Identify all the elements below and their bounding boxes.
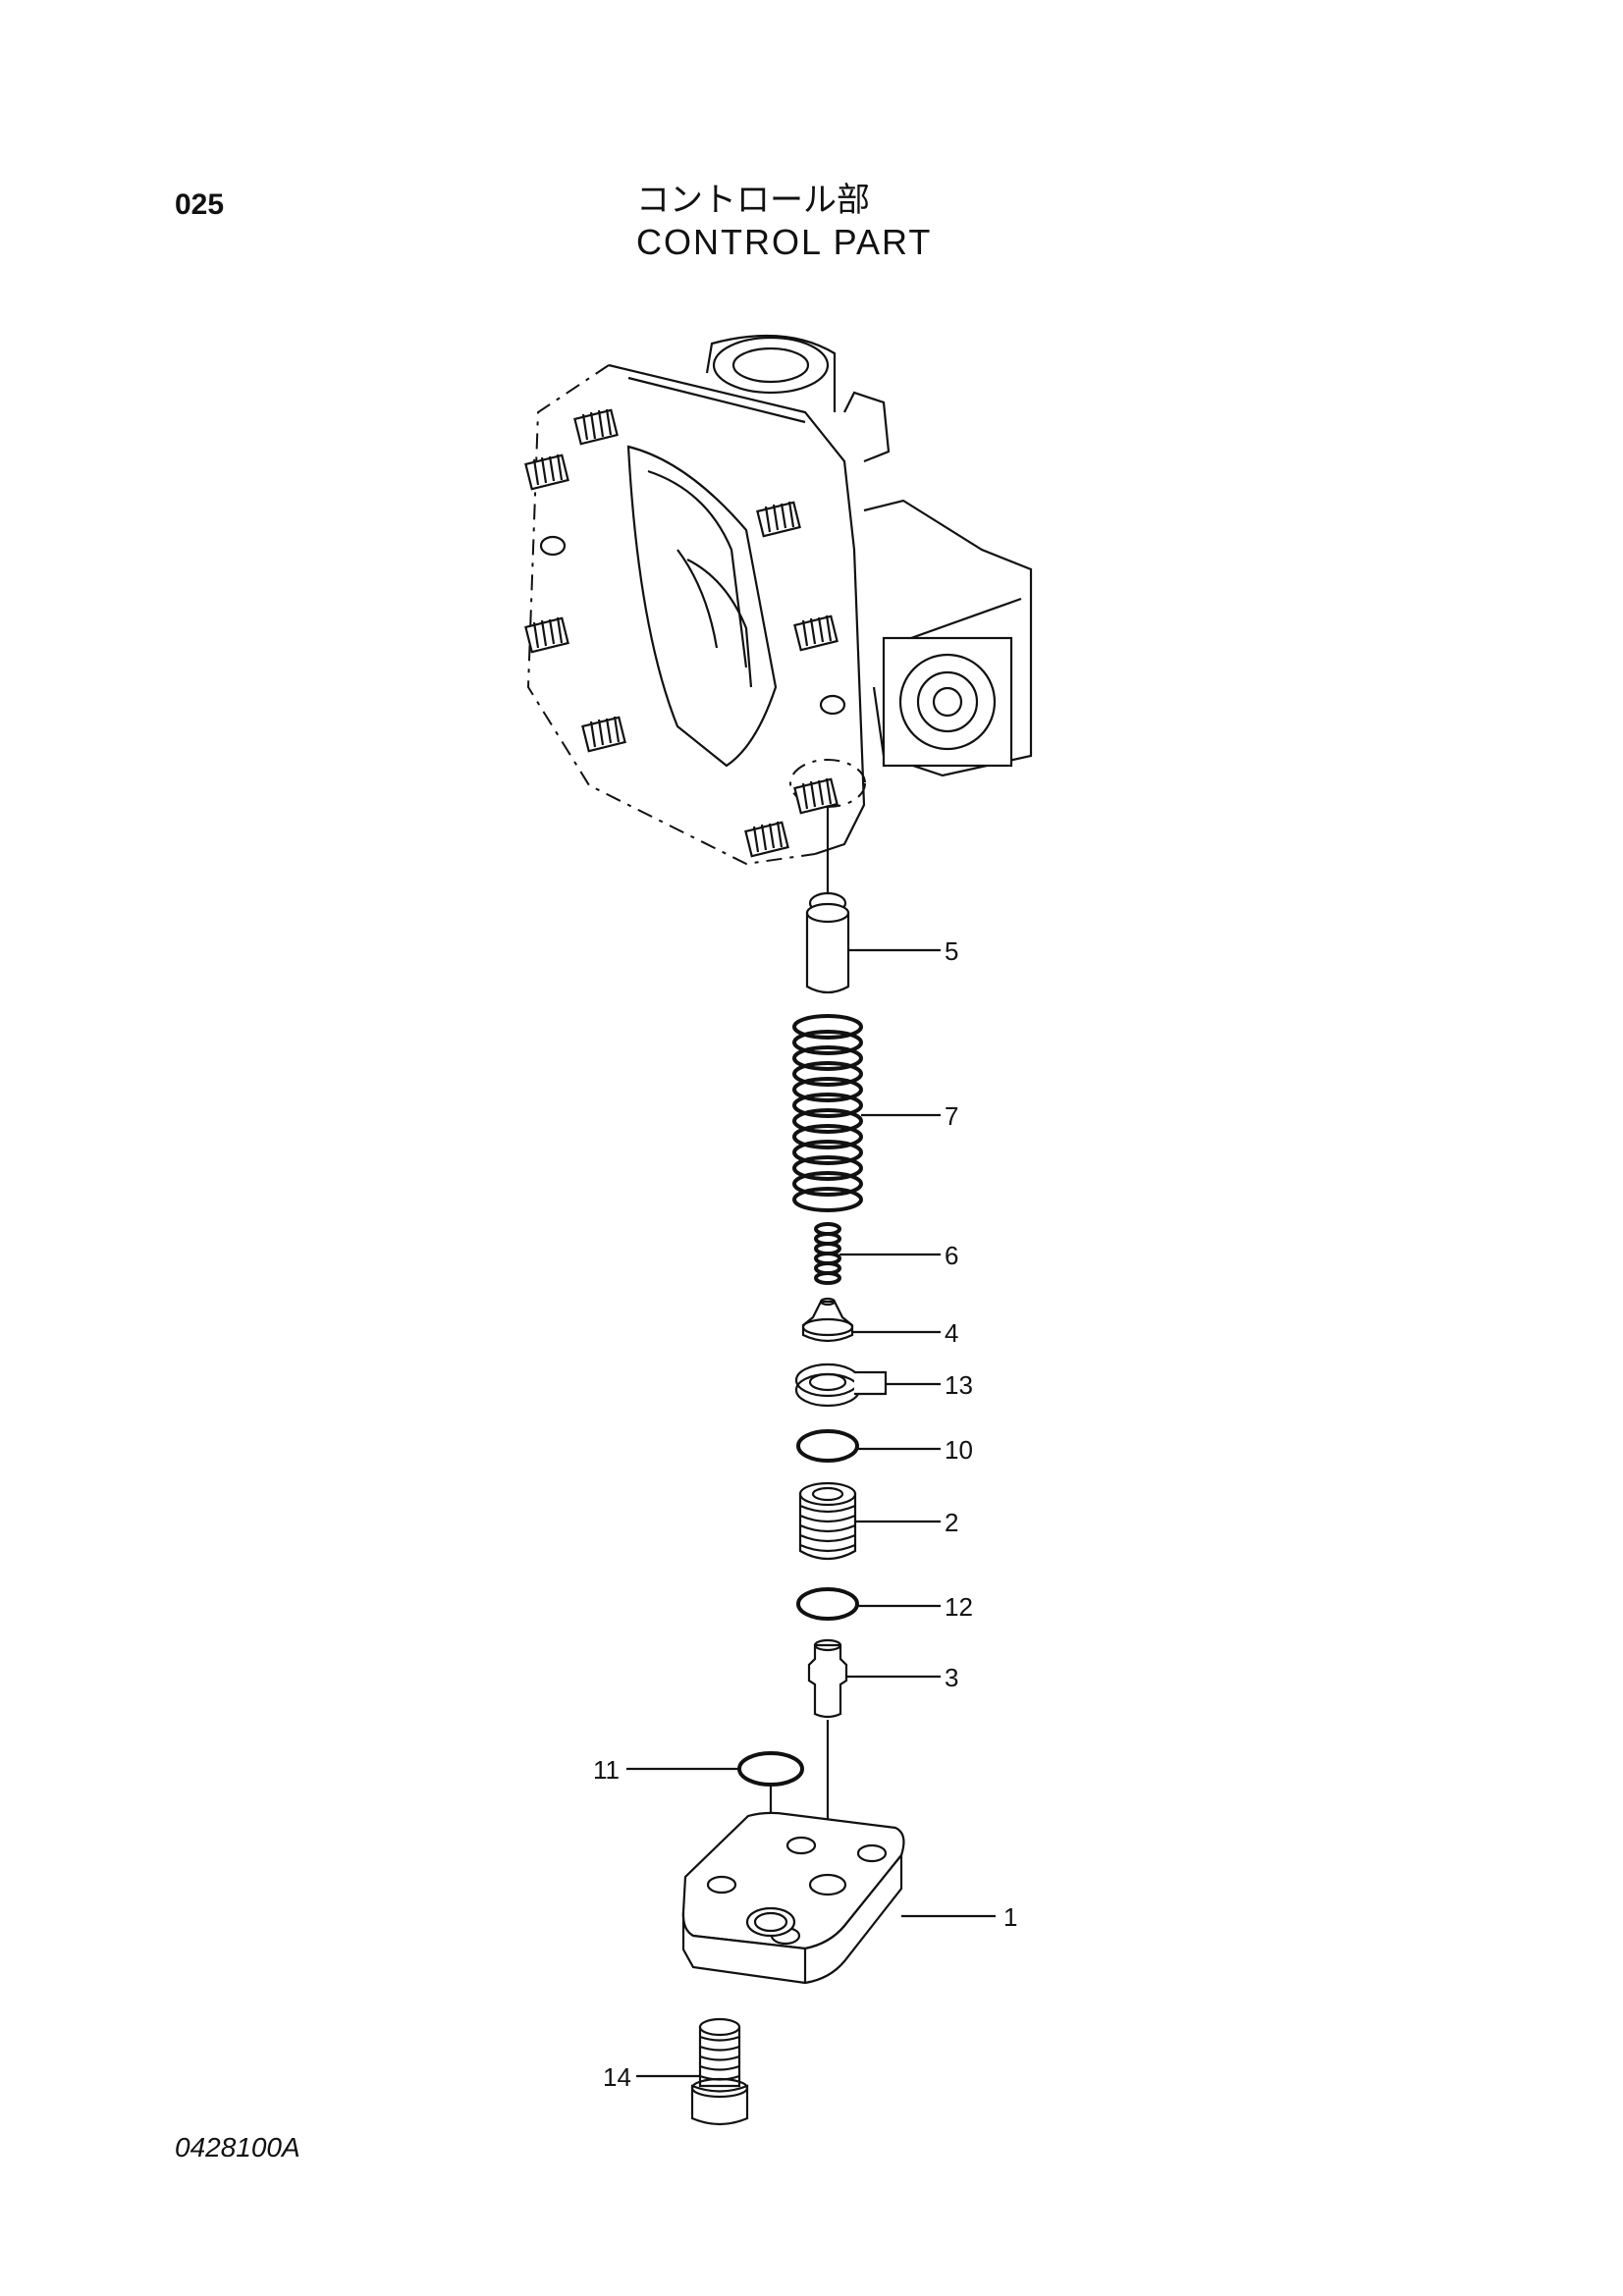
part-6-small-spring <box>814 1222 941 1285</box>
callout-2: 2 <box>945 1508 958 1537</box>
callout-1: 1 <box>1003 1902 1017 1932</box>
callout-5: 5 <box>945 936 958 966</box>
part-7-spring <box>792 1014 941 1212</box>
callout-4: 4 <box>945 1318 958 1348</box>
part-4-poppet <box>801 1297 941 1343</box>
callout-12: 12 <box>945 1592 973 1622</box>
part-1-cover <box>681 1811 996 1985</box>
callout-11: 11 <box>593 1755 620 1785</box>
part-2-sleeve <box>798 1481 941 1561</box>
callout-3: 3 <box>945 1663 958 1692</box>
callout-13: 13 <box>945 1370 973 1400</box>
callout-10: 10 <box>945 1435 973 1465</box>
stud-bolt-group <box>524 408 839 858</box>
drawing-code: 0428100A <box>175 2132 300 2163</box>
part-5-piston <box>805 891 941 994</box>
part-10-o-ring <box>796 1429 941 1463</box>
part-3-spool <box>807 1638 941 1881</box>
part-12-o-ring <box>796 1587 941 1621</box>
page-number: 025 <box>175 188 225 221</box>
title-japanese: コントロール部 <box>636 181 870 220</box>
part-14-bolt <box>636 2017 749 2126</box>
callout-7: 7 <box>945 1101 958 1131</box>
title-english: CONTROL PART <box>636 222 933 262</box>
callout-6: 6 <box>945 1241 958 1270</box>
pump-housing <box>524 334 1033 866</box>
callout-14: 14 <box>603 2062 631 2092</box>
part-13-stopper <box>794 1362 941 1408</box>
